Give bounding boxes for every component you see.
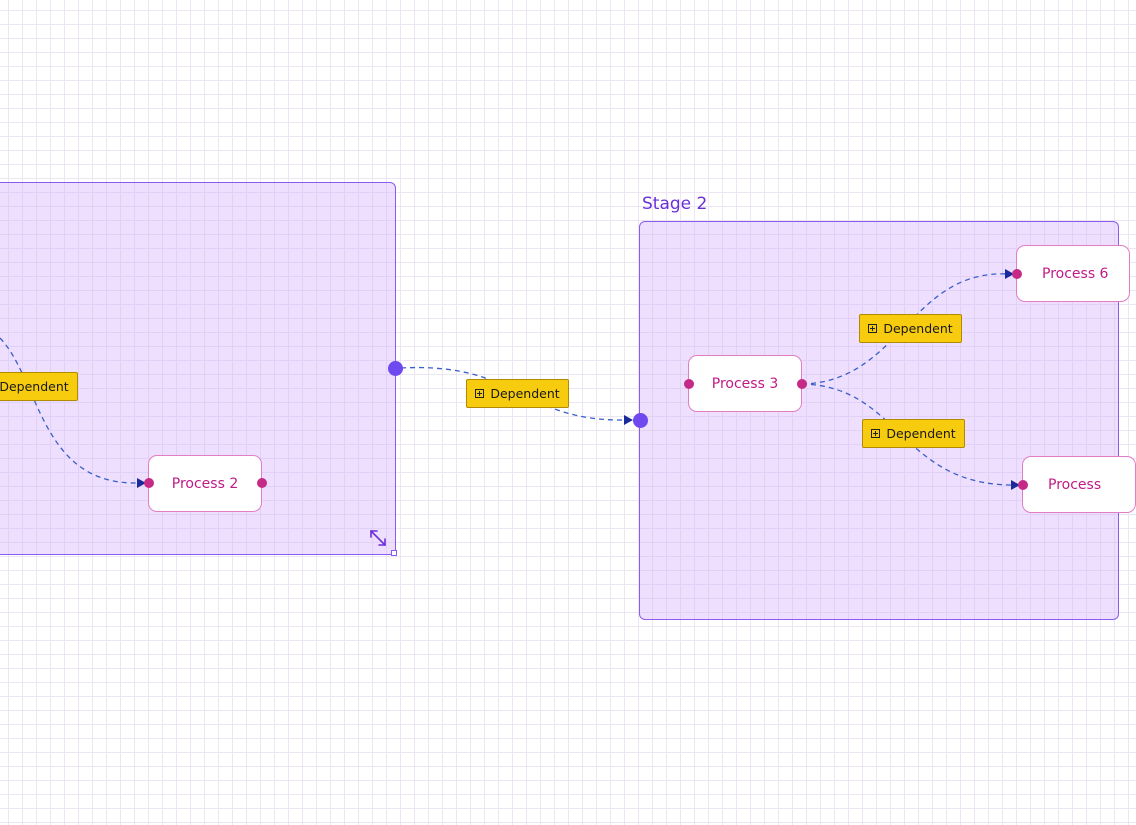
port-process-3-in[interactable] xyxy=(684,379,694,389)
plus-square-icon[interactable] xyxy=(475,389,485,398)
resize-diagonal-icon[interactable] xyxy=(367,527,389,549)
group-resize-handle[interactable] xyxy=(391,550,397,556)
edge-label-text: Dependent xyxy=(0,379,69,394)
port-process-6-in[interactable] xyxy=(1012,269,1022,279)
plus-square-icon[interactable] xyxy=(868,324,878,333)
node-label: Process 2 xyxy=(171,475,239,492)
node-label: Process 3 xyxy=(711,375,779,392)
group-port-stage-2-in[interactable] xyxy=(633,413,648,428)
node-process-2[interactable]: Process 2 xyxy=(148,455,262,512)
node-process-3[interactable]: Process 3 xyxy=(688,355,802,412)
port-process-3-out[interactable] xyxy=(797,379,807,389)
plus-square-icon[interactable] xyxy=(871,429,881,438)
port-process-2-out[interactable] xyxy=(257,478,267,488)
group-title-stage-2: Stage 2 xyxy=(642,194,708,214)
edge-label-text: Dependent xyxy=(490,386,560,401)
edge-label-dependent[interactable]: Dependent xyxy=(862,419,965,448)
edge-label-dependent[interactable]: Dependent xyxy=(859,314,962,343)
edge-label-dependent[interactable]: Dependent xyxy=(0,372,78,401)
arrowhead-icon xyxy=(624,415,633,425)
edge-label-text: Dependent xyxy=(886,426,956,441)
group-port-stage-1-out[interactable] xyxy=(388,361,403,376)
node-label: Process 6 xyxy=(1042,265,1109,282)
node-process-bottom[interactable]: Process xyxy=(1022,456,1136,513)
edge-label-text: Dependent xyxy=(883,321,953,336)
node-process-6[interactable]: Process 6 xyxy=(1016,245,1130,302)
edge-label-dependent[interactable]: Dependent xyxy=(466,379,569,408)
port-process-bottom-in[interactable] xyxy=(1018,480,1028,490)
node-label: Process xyxy=(1048,476,1102,493)
port-process-2-in[interactable] xyxy=(144,478,154,488)
